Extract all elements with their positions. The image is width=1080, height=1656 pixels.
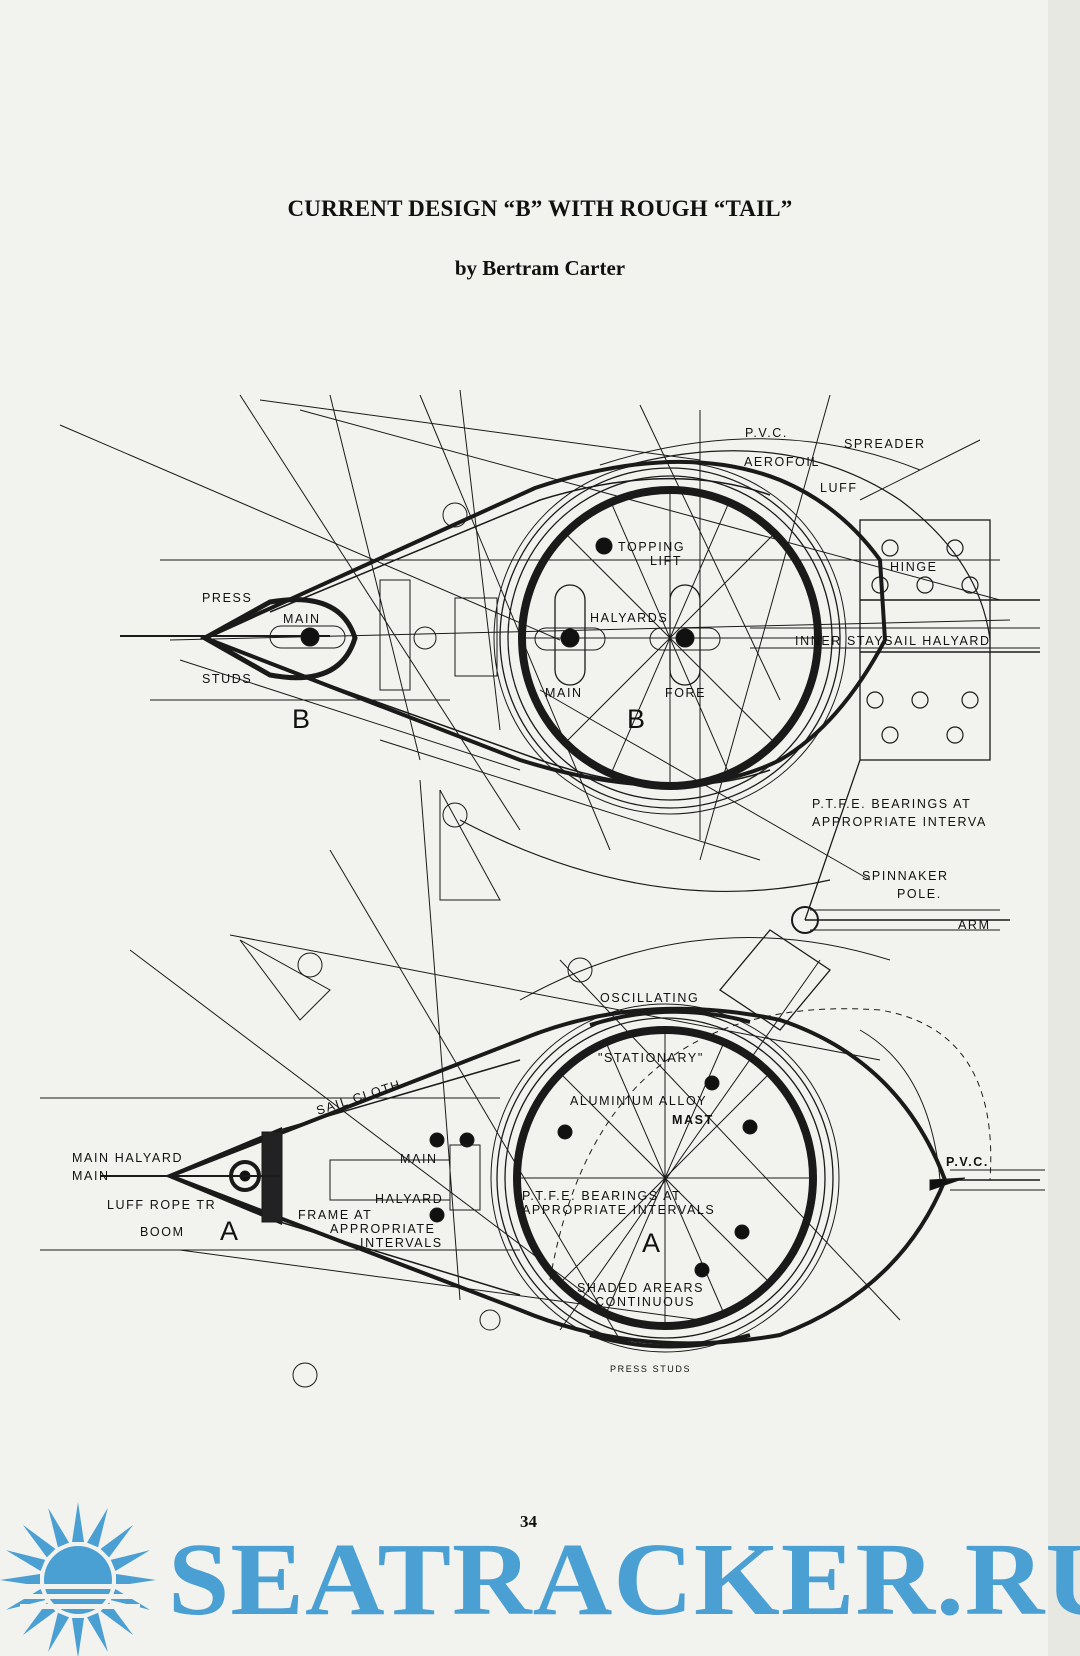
label-main-a: MAIN — [400, 1152, 438, 1166]
label-shaded-1: SHADED AREARS — [577, 1281, 704, 1295]
diagram-b — [59, 389, 1040, 934]
diagram-a — [40, 779, 1045, 1388]
label-spreader: SPREADER — [844, 437, 926, 451]
label-pvc: P.V.C. — [745, 426, 788, 440]
label-oscillating: OSCILLATING — [600, 991, 699, 1005]
label-press-studs: PRESS STUDS — [610, 1364, 691, 1374]
label-frame-at-1: FRAME AT — [298, 1208, 372, 1222]
label-pole: POLE. — [897, 887, 942, 901]
label-ptfe-a-2: APPROPRIATE INTERVALS — [522, 1203, 715, 1217]
diagram-b-letter-center: B — [627, 704, 645, 734]
label-hinge: HINGE — [890, 560, 938, 574]
label-studs: STUDS — [202, 672, 252, 686]
label-luff: LUFF — [820, 481, 858, 495]
label-main: MAIN — [545, 686, 583, 700]
label-ptfe-bearings-1: P.T.F.E. BEARINGS AT — [812, 797, 971, 811]
label-inner-staysail-halyard: INNER STAYSAIL HALYARD — [795, 634, 991, 648]
label-spinnaker: SPINNAKER — [862, 869, 949, 883]
label-halyards: HALYARDS — [590, 611, 668, 625]
label-luff-rope: LUFF ROPE TR — [107, 1198, 216, 1212]
page-number: 34 — [520, 1512, 537, 1531]
label-ptfe-bearings-2: APPROPRIATE INTERVA — [812, 815, 987, 829]
label-main-halyard: MAIN HALYARD — [72, 1151, 183, 1165]
label-shaded-2: CONTINUOUS — [595, 1295, 695, 1309]
label-ptfe-a-1: P.T.F.E. BEARINGS AT — [522, 1189, 681, 1203]
label-mast: MAST — [672, 1113, 714, 1127]
author-byline: by Bertram Carter — [454, 256, 626, 280]
label-frame-at-3: INTERVALS — [360, 1236, 443, 1250]
diagram-b-labels: P.V.C. SPREADER AEROFOIL LUFF TOPPING LI… — [202, 426, 991, 932]
label-press: PRESS — [202, 591, 252, 605]
label-aluminium-alloy: ALUMINIUM ALLOY — [570, 1094, 707, 1108]
diagram-a-letter-center: A — [642, 1228, 660, 1258]
page-edge-shadow — [1048, 0, 1080, 1656]
label-fore: FORE — [665, 686, 706, 700]
label-topping-lift-1: TOPPING — [618, 540, 685, 554]
label-pvc-a: P.V.C. — [946, 1155, 989, 1169]
label-aerofoil: AEROFOIL — [744, 455, 820, 469]
label-main-small-a: MAIN — [72, 1169, 110, 1183]
label-topping-lift-2: LIFT — [650, 554, 682, 568]
label-stationary: "STATIONARY" — [598, 1051, 704, 1065]
page-title: CURRENT DESIGN “B” WITH ROUGH “TAIL” — [287, 196, 793, 221]
label-main-small: MAIN — [283, 612, 321, 626]
diagram-b-letter-left: B — [292, 704, 310, 734]
label-arm: ARM — [958, 918, 991, 932]
watermark-text: SEATRACKER.RU — [168, 1522, 1080, 1637]
diagram-a-labels: OSCILLATING "STATIONARY" SAIL CLOTH ALUM… — [72, 991, 989, 1374]
diagram-a-letter-left: A — [220, 1216, 238, 1246]
label-halyard-a: HALYARD — [375, 1192, 443, 1206]
label-boom: BOOM — [140, 1225, 185, 1239]
sun-icon — [0, 1502, 156, 1656]
label-frame-at-2: APPROPRIATE — [330, 1222, 436, 1236]
